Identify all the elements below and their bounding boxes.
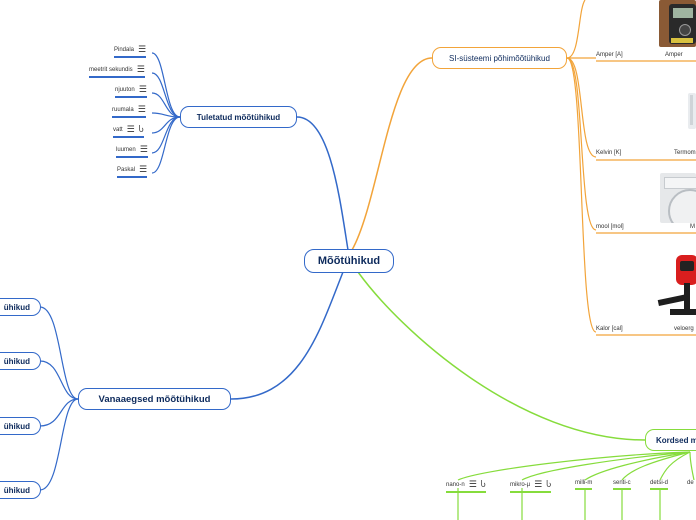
old-item-2[interactable]: ühikud bbox=[0, 352, 41, 370]
si-caption-termometer: Termom bbox=[674, 150, 696, 156]
si-unit-kalor[interactable]: Kalor [cal] bbox=[596, 326, 623, 332]
derived-item-paskal[interactable]: Paskal ☰ bbox=[117, 164, 148, 178]
multi-item-nano[interactable]: nano-n ☰ Ⴑ bbox=[446, 479, 486, 493]
branch-si-label: SI-süsteemi põhimõõtühikud bbox=[449, 53, 550, 63]
note-icon: ☰ bbox=[534, 479, 543, 489]
branch-derived-label: Tuletatud mõõtühikud bbox=[196, 112, 281, 122]
branch-multiples[interactable]: Kordsed m bbox=[645, 429, 696, 451]
derived-item-njuuton[interactable]: njuuton ☰ bbox=[115, 84, 147, 98]
note-icon: ☰ bbox=[139, 164, 148, 174]
note-icon: ☰ bbox=[138, 84, 147, 94]
note-icon: ☰ bbox=[137, 104, 146, 114]
note-icon: ☰ bbox=[138, 44, 147, 54]
note-icon: ☰ bbox=[126, 124, 135, 134]
exercise-bike-image bbox=[656, 253, 696, 321]
note-icon: ☰ bbox=[136, 64, 145, 74]
branch-multiples-label: Kordsed m bbox=[656, 435, 696, 445]
old-item-4[interactable]: ühikud bbox=[0, 481, 41, 499]
old-item-1[interactable]: ühikud bbox=[0, 298, 41, 316]
multi-item-mikro[interactable]: mikro-µ ☰ Ⴑ bbox=[510, 479, 552, 493]
link-icon: Ⴑ bbox=[546, 479, 552, 489]
link-icon: Ⴑ bbox=[480, 479, 486, 489]
branch-old-units[interactable]: Vanaaegsed mõõtühikud bbox=[78, 388, 231, 410]
multi-item-de[interactable]: de bbox=[687, 480, 694, 486]
multi-item-milli[interactable]: milli-m bbox=[575, 480, 593, 490]
note-icon: ☰ bbox=[468, 479, 477, 489]
multimeter-image bbox=[659, 0, 696, 47]
link-icon: Ⴑ bbox=[138, 124, 144, 134]
si-unit-mool[interactable]: mool [mol] bbox=[596, 224, 624, 230]
old-item-3[interactable]: ühikud bbox=[0, 417, 41, 435]
derived-item-luumen[interactable]: luumen ☰ bbox=[116, 144, 148, 158]
protractor-image bbox=[660, 173, 696, 223]
derived-item-vatt[interactable]: vatt ☰ Ⴑ bbox=[113, 124, 144, 138]
branch-derived-units[interactable]: Tuletatud mõõtühikud bbox=[180, 106, 297, 128]
branch-si-units[interactable]: SI-süsteemi põhimõõtühikud bbox=[432, 47, 567, 69]
si-unit-kelvin[interactable]: Kelvin [K] bbox=[596, 150, 622, 156]
thermometer-image bbox=[688, 93, 696, 129]
multi-item-detsi[interactable]: detsi-d bbox=[650, 480, 669, 490]
si-caption-veloergometer: veloerg bbox=[674, 326, 694, 332]
si-unit-amper[interactable]: Amper [A] bbox=[596, 52, 623, 58]
derived-item-ruumala[interactable]: ruumala ☰ bbox=[112, 104, 146, 118]
root-node[interactable]: Mõõtühikud bbox=[304, 249, 394, 273]
branch-old-label: Vanaaegsed mõõtühikud bbox=[98, 393, 211, 405]
multi-item-senti[interactable]: senti-c bbox=[613, 480, 631, 490]
si-caption-amper: Amper bbox=[665, 52, 683, 58]
si-caption-m: M bbox=[690, 224, 695, 230]
derived-item-meetrit-sekundis[interactable]: meetrit sekundis ☰ bbox=[89, 64, 145, 78]
root-label: Mõõtühikud bbox=[317, 255, 381, 267]
derived-item-pindala[interactable]: Pindala ☰ bbox=[114, 44, 147, 58]
note-icon: ☰ bbox=[139, 144, 148, 154]
